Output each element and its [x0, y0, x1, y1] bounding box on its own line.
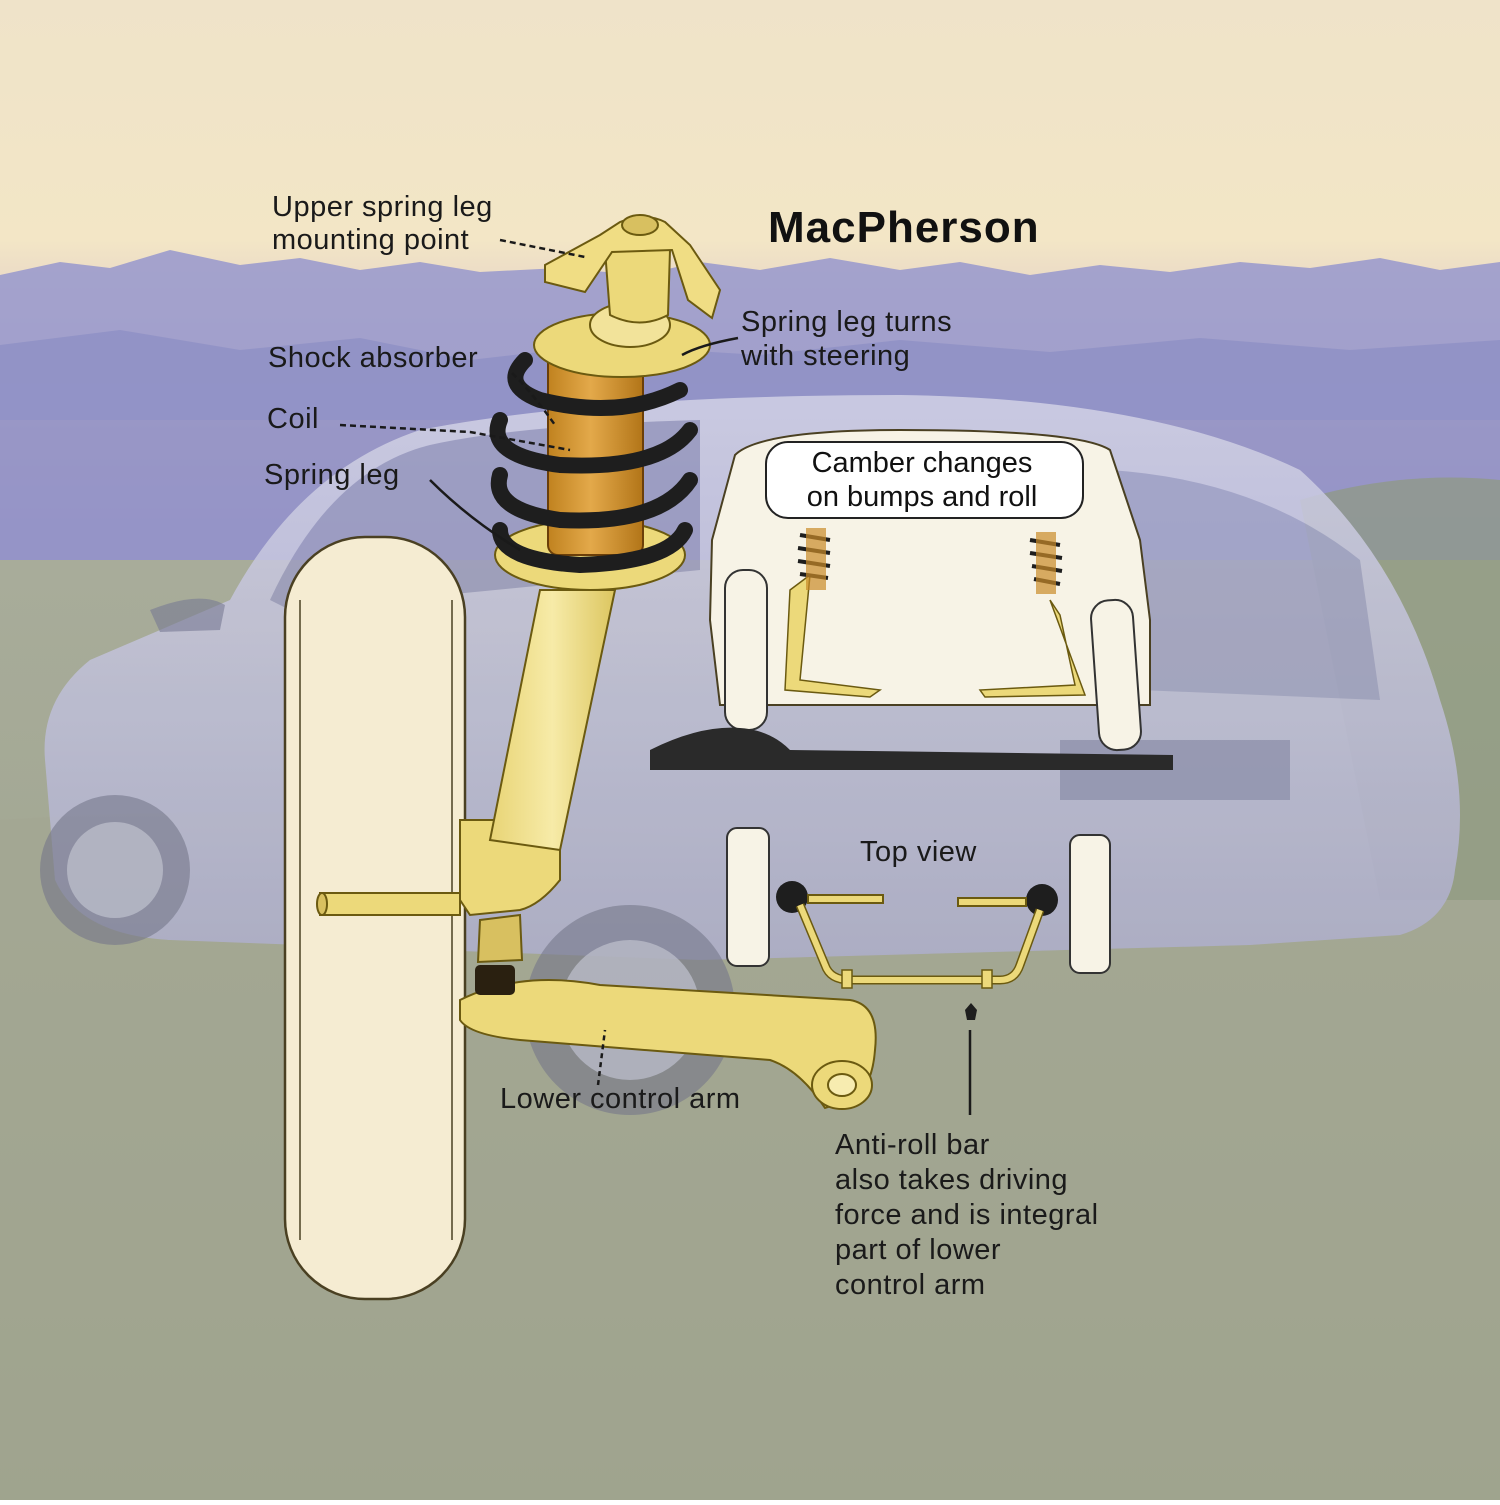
- camber-right-wheel: [1090, 598, 1142, 752]
- label-antiroll-line4: part of lower: [835, 1234, 1002, 1266]
- top-view-right-wheel: [1069, 834, 1111, 974]
- lower-control-arm: [459, 913, 877, 1110]
- diagram-title: MacPherson: [768, 203, 1040, 252]
- label-antiroll-line2: also takes driving: [835, 1164, 1069, 1196]
- label-lower-control-arm: Lower control arm: [500, 1083, 741, 1115]
- top-view-left-wheel: [726, 827, 770, 967]
- label-antiroll-line3: force and is integral: [835, 1199, 1099, 1231]
- label-upper-mount-line2: mounting point: [272, 224, 470, 256]
- label-turns-line2: with steering: [741, 340, 911, 372]
- leader-lines: [339, 238, 972, 1115]
- label-turns-line1: Spring leg turns: [741, 306, 953, 338]
- label-coil: Coil: [267, 403, 319, 435]
- road-bump: [650, 727, 1173, 770]
- label-antiroll-line5: control arm: [835, 1269, 986, 1301]
- wheel-tire: [283, 535, 467, 1301]
- label-top-view: Top view: [860, 836, 977, 868]
- top-view-inset: [726, 827, 1111, 1020]
- camber-line2: on bumps and roll: [806, 481, 1038, 513]
- upper-mount: [533, 214, 722, 378]
- label-antiroll-line1: Anti-roll bar: [835, 1129, 990, 1161]
- label-spring-leg: Spring leg: [264, 459, 400, 491]
- camber-line1: Camber changes: [811, 447, 1033, 479]
- camber-left-wheel: [724, 569, 768, 731]
- camber-callout-text: Camber changes on bumps and roll: [772, 446, 1072, 514]
- label-shock-absorber: Shock absorber: [268, 342, 479, 374]
- camber-inset: [650, 428, 1173, 770]
- camber-callout-box: [765, 441, 1084, 519]
- label-upper-mount-line1: Upper spring leg: [272, 191, 493, 223]
- stub-axle: [319, 892, 461, 916]
